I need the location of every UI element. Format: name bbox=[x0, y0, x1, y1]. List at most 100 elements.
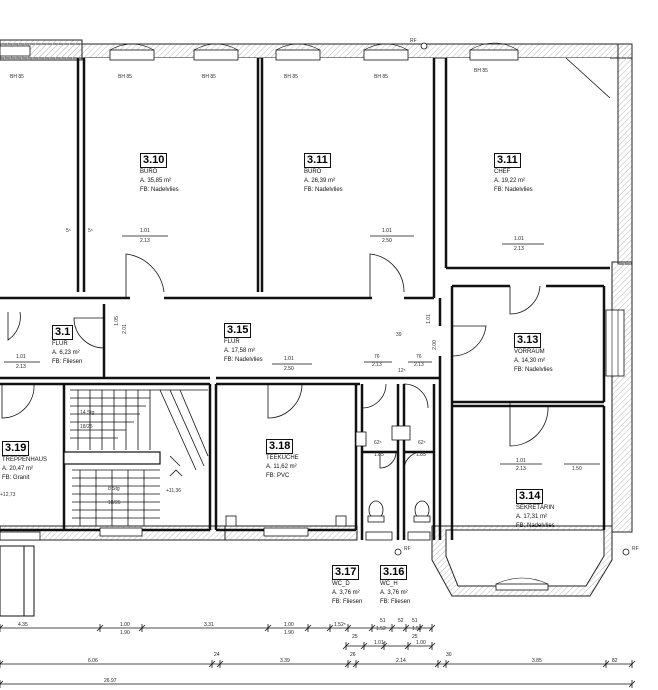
dimension-text: 2.14 bbox=[396, 658, 406, 664]
room-number: 3.19 bbox=[2, 441, 30, 456]
dimension-text: 1.52⁵ bbox=[334, 622, 346, 628]
room-name: SEKRETÄRIN bbox=[516, 505, 555, 511]
room-number: 3.13 bbox=[514, 333, 542, 348]
rf-tag: RF bbox=[404, 546, 411, 552]
dim-label: 12⁵ bbox=[398, 368, 406, 374]
room-floor: FB: Nadelvlies bbox=[516, 523, 555, 529]
door-dim: 1.01 bbox=[382, 228, 392, 234]
room-area: A. 26,39 m² bbox=[304, 178, 336, 184]
dimension-text: 1.90 bbox=[284, 630, 294, 636]
window-tag: BH 85 bbox=[474, 68, 488, 74]
room-3-11-chef: 3.11 CHEF A. 19,22 m² FB: Nadelvlies bbox=[494, 150, 533, 195]
room-floor: FB: PVC bbox=[266, 473, 290, 479]
room-area: A. 17,58 m² bbox=[224, 348, 256, 354]
dim-label: 2.01 bbox=[121, 324, 128, 334]
dim-label: 76 bbox=[416, 354, 422, 360]
dim-label: 1.01 bbox=[425, 314, 432, 324]
room-3-17: 3.17 WC_D A. 3,76 m² FB: Fliesen bbox=[332, 562, 362, 607]
room-3-11-buero: 3.11 BÜRO A. 26,39 m² FB: Nadelvlies bbox=[304, 150, 343, 195]
dimension-text: 30 bbox=[446, 652, 452, 658]
room-3-1: 3.1 FLUR A. 6,23 m² FB: Fliesen bbox=[52, 322, 82, 367]
dim-label: 76 bbox=[374, 354, 380, 360]
dimension-text: 1.52 bbox=[376, 626, 386, 632]
dim-label: 2.13 bbox=[372, 362, 382, 368]
dim-label: 5⁵ bbox=[88, 228, 93, 234]
dimension-text: 1.52 bbox=[412, 626, 422, 632]
door-dim: 1.01 bbox=[516, 458, 526, 464]
room-number: 3.14 bbox=[516, 489, 544, 504]
window-tag: BH 85 bbox=[202, 74, 216, 80]
room-name: CHEF bbox=[494, 169, 511, 175]
dimension-text: 6.06 bbox=[88, 658, 98, 664]
dimension-text: 25 bbox=[352, 634, 358, 640]
level-label: +12,73 bbox=[0, 492, 16, 498]
level-label: +11,36 bbox=[166, 488, 182, 494]
dim-label: 62⁵ bbox=[374, 440, 382, 446]
door-dim: 1.01 bbox=[140, 228, 150, 234]
stair-label: 18/26 bbox=[108, 500, 121, 506]
room-number: 3.10 bbox=[140, 153, 168, 168]
door-dim: 2.50 bbox=[284, 366, 294, 372]
dimension-text: 4.35 bbox=[18, 622, 28, 628]
door-swings bbox=[1, 253, 549, 471]
room-3-16: 3.16 WC_H A. 3,76 m² FB: Fliesen bbox=[380, 562, 410, 607]
room-area: A. 35,85 m² bbox=[140, 178, 172, 184]
room-floor: FB: Nadelvlies bbox=[140, 187, 179, 193]
room-floor: FB: Nadelvlies bbox=[304, 187, 343, 193]
door-dim: 2.13 bbox=[16, 364, 26, 370]
staircase bbox=[63, 389, 209, 526]
room-3-10: 3.10 BÜRO A. 35,85 m² FB: Nadelvlies bbox=[140, 150, 179, 195]
dimension-text: 26.97 bbox=[104, 678, 117, 684]
room-number: 3.15 bbox=[224, 323, 252, 338]
dimension-text: 1.00 bbox=[416, 640, 426, 646]
dim-label: 2.13 bbox=[414, 362, 424, 368]
room-name: WC_D bbox=[332, 581, 350, 587]
room-3-13: 3.13 VORRAUM A. 14,30 m² FB: Nadelvlies bbox=[514, 330, 553, 375]
room-name: WC_H bbox=[380, 581, 398, 587]
dim-label: 5⁵ bbox=[66, 228, 71, 234]
dimension-text: 24 bbox=[214, 652, 220, 658]
room-name: BÜRO bbox=[304, 169, 322, 175]
dimension-text: 25 bbox=[412, 634, 418, 640]
outer-walls bbox=[0, 39, 633, 541]
dimension-text: 3.85 bbox=[532, 658, 542, 664]
dimension-text: 52 bbox=[398, 618, 404, 624]
window-tag: BH 85 bbox=[374, 74, 388, 80]
dimension-text: 3.39 bbox=[280, 658, 290, 664]
room-name: VORRAUM bbox=[514, 349, 545, 355]
door-dim: 1.01 bbox=[284, 356, 294, 362]
dim-label: 1.05 bbox=[113, 316, 120, 326]
dimension-text: 1.01⁵ bbox=[374, 640, 386, 646]
dim-label: 1.50 bbox=[572, 466, 582, 472]
dim-label: 62⁵ bbox=[418, 440, 426, 446]
room-floor: FB: Nadelvlies bbox=[514, 367, 553, 373]
dim-label: 39 bbox=[396, 332, 402, 338]
room-3-14: 3.14 SEKRETÄRIN A. 17,31 m² FB: Nadelvli… bbox=[516, 486, 555, 531]
room-floor: FB: Granit bbox=[2, 475, 30, 481]
room-3-19: 3.19 TREPPENHAUS A. 20,47 m² FB: Granit bbox=[2, 438, 47, 483]
door-dim: 2.13 bbox=[514, 246, 524, 252]
room-floor: FB: Nadelvlies bbox=[224, 357, 263, 363]
window-tag: BH 85 bbox=[284, 74, 298, 80]
room-area: A. 14,30 m² bbox=[514, 358, 546, 364]
room-area: A. 6,23 m² bbox=[52, 350, 80, 356]
room-area: A. 3,76 m² bbox=[380, 590, 408, 596]
door-dim: 2.13 bbox=[516, 466, 526, 472]
dimension-text: 1.00 bbox=[120, 622, 130, 628]
room-area: A. 19,22 m² bbox=[494, 178, 526, 184]
dimension-tick bbox=[0, 680, 4, 685]
door-dim: 2.50 bbox=[382, 238, 392, 244]
room-area: A. 3,76 m² bbox=[332, 590, 360, 596]
room-floor: FB: Fliesen bbox=[52, 359, 83, 365]
room-name: TREPPENHAUS bbox=[2, 457, 48, 463]
dimension-text: 82 bbox=[612, 658, 618, 664]
dimension-text: 1.00 bbox=[284, 622, 294, 628]
room-area: A. 17,31 m² bbox=[516, 514, 548, 520]
room-number: 3.1 bbox=[52, 325, 74, 340]
rf-tag: RF bbox=[632, 546, 639, 552]
room-3-18: 3.18 TEEKÜCHE A. 11,62 m² FB: PVC bbox=[266, 436, 299, 481]
door-dim: 1.01 bbox=[16, 354, 26, 360]
room-number: 3.17 bbox=[332, 565, 360, 580]
window-tag: BH 85 bbox=[118, 74, 132, 80]
room-name: FLUR bbox=[224, 339, 240, 345]
